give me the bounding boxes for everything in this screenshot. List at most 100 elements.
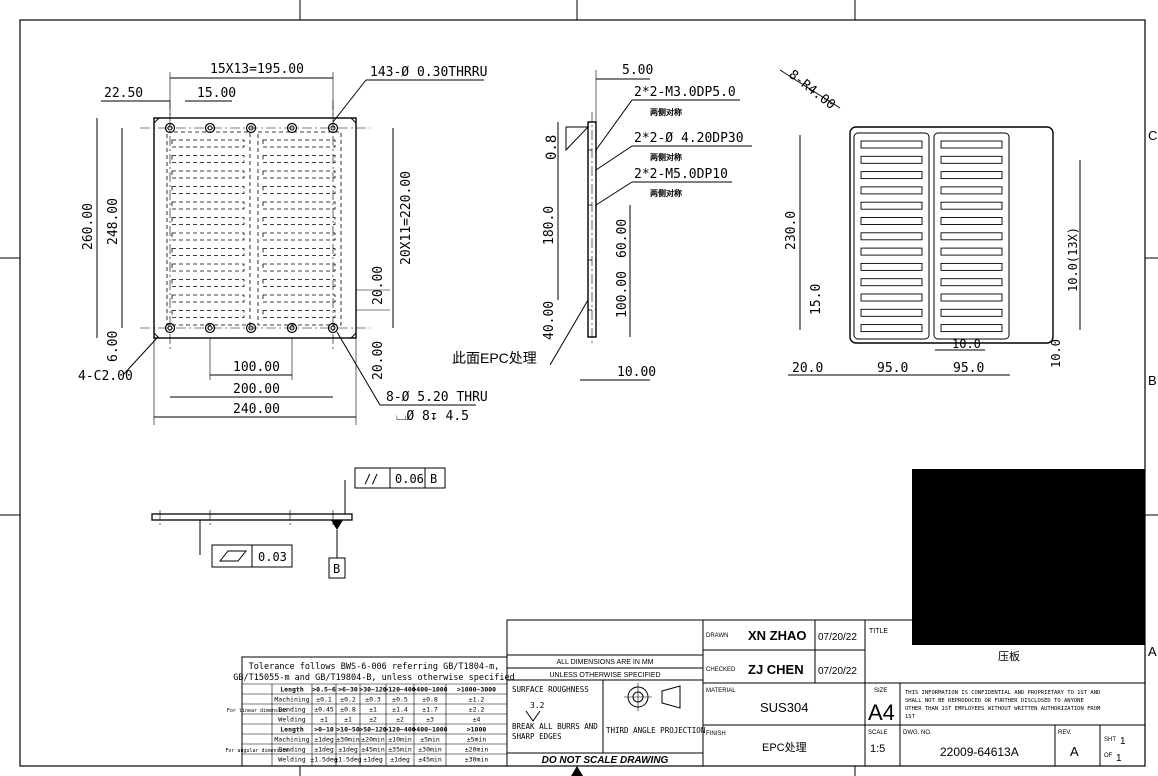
material-value: SUS304: [760, 700, 808, 715]
of-value: 1: [1116, 753, 1122, 764]
dim-240: 240.00: [233, 402, 280, 417]
note-m5-sub: 两侧对称: [650, 188, 682, 198]
back-slot: [940, 278, 1003, 287]
side-view: 5.00 2*2-M3.0DP5.0 两侧对称 2*2-Ø 4.20DP30 两…: [452, 63, 752, 381]
do-not-scale: DO NOT SCALE DRAWING: [542, 755, 669, 766]
dim-248: 248.00: [106, 198, 121, 245]
back-slot: [940, 324, 1003, 333]
checked-label: CHECKED: [706, 667, 736, 673]
chamfer-line: [350, 332, 357, 339]
slot-outline: [171, 139, 245, 148]
tolerance-cell: ±0.2: [340, 696, 356, 704]
back-dim-15: 15.0: [809, 284, 824, 315]
back-dim-10-13x: 10.0(13X): [1066, 227, 1080, 292]
drawn-label: DRAWN: [706, 633, 728, 639]
tolerance-cell: >10~50: [336, 726, 360, 734]
back-slot: [940, 293, 1003, 302]
front-view: 15X13=195.00 143-Ø 0.30THRRU 22.50 15.00…: [78, 62, 488, 425]
back-slot: [940, 140, 1003, 149]
break-burrs-1: BREAK ALL BURRS AND: [512, 722, 598, 731]
back-dim-10-a: 10.0: [1049, 339, 1063, 368]
side-dim-100: 100.00: [615, 271, 630, 318]
datum-box: [328, 557, 346, 579]
redacted-block: [912, 469, 1145, 645]
back-pocket-right: [933, 132, 1010, 340]
back-pocket-left: [853, 132, 930, 340]
tolerance-cell: ±1: [369, 706, 377, 714]
tolerance-cell: ±30min: [418, 746, 442, 754]
dim-260: 260.00: [81, 203, 96, 250]
title-value: 压板: [998, 649, 1020, 663]
tolerance-cell: Length: [280, 686, 304, 694]
back-slot: [860, 278, 923, 287]
tolerance-cell: ±5min: [420, 736, 440, 744]
confidential-4: 1ST: [905, 714, 916, 720]
confidential-2: SHALL NOT BE REPRODUCED OR FURTHER DISCL…: [905, 698, 1084, 704]
leader-line: [595, 181, 633, 206]
flatness-value: 0.03: [258, 550, 287, 564]
parallelism-symbol: //: [364, 472, 378, 486]
surface-roughness: SURFACE ROUGHNESS: [512, 685, 589, 694]
tolerance-cell: Bending: [278, 746, 305, 754]
slot-outline: [262, 155, 336, 163]
tolerance-cell: ±2.2: [469, 706, 485, 714]
angular-label: For angular dimension: [225, 748, 288, 754]
projection-cone: [661, 685, 681, 709]
slot-outline: [262, 279, 336, 287]
rev-value: A: [1070, 744, 1079, 759]
scale-label: SCALE: [868, 730, 888, 736]
tolerance-cell: Welding: [278, 716, 305, 724]
tolerance-cell: ±20min: [465, 746, 489, 754]
note-m3-sub: 两侧对称: [650, 107, 682, 117]
side-dim-0-8: 0.8: [544, 135, 560, 160]
roughness-value: 3.2: [530, 701, 545, 710]
note-m3: 2*2-M3.0DP5.0: [634, 85, 736, 100]
tolerance-cell: ±1.5deg: [334, 756, 361, 764]
tolerance-cell: >120~400: [384, 726, 415, 734]
zone-letter-c: C: [1148, 128, 1157, 143]
title-block: ALL DIMENSIONS ARE IN MM UNLESS OTHERWIS…: [506, 619, 1146, 767]
back-slot: [860, 308, 923, 317]
back-slot: [860, 155, 923, 164]
size-value: A4: [868, 700, 895, 725]
back-dim-10-b: 10.0: [952, 337, 981, 351]
sht-label: SHT: [1104, 737, 1116, 743]
parallelism-frame: [354, 467, 446, 489]
drawn-date: 07/20/22: [818, 632, 857, 643]
tolerance-cell: >1000~3000: [457, 686, 496, 694]
material-label: MATERIAL: [706, 688, 736, 694]
mount-holes: [164, 122, 339, 334]
slot-outline: [262, 248, 336, 256]
dim-15-00: 15.00: [197, 86, 236, 101]
back-slot: [860, 140, 923, 149]
slot-outline: [171, 170, 245, 179]
leader-line: [779, 69, 841, 109]
tolerance-cell: ±20min: [361, 736, 385, 744]
slot-outline: [262, 232, 336, 241]
datum-triangle: [331, 520, 343, 530]
back-slot: [940, 155, 1003, 164]
leader-line: [549, 299, 589, 366]
back-slot: [860, 186, 923, 195]
slot-outline: [171, 248, 245, 256]
back-slot: [860, 247, 923, 256]
tolerance-cell: ±1.2: [469, 696, 485, 704]
tolerance-cell: >0.5~6: [312, 686, 336, 694]
slot-outline: [262, 310, 336, 318]
slot-outline: [171, 232, 245, 241]
finish-value: EPC处理: [762, 741, 807, 754]
side-dim-10: 10.00: [617, 365, 656, 380]
tolerance-cell: ±1.4: [392, 706, 408, 714]
slot-outline: [171, 279, 245, 287]
parallelism-value: 0.06: [395, 472, 424, 486]
back-dim-230: 230.0: [784, 211, 799, 250]
slot-outline: [171, 310, 245, 318]
note-m5: 2*2-M5.0DP10: [634, 167, 728, 182]
tolerance-cell: >400~1000: [412, 686, 447, 694]
tolerance-cell: >30~120: [359, 686, 386, 694]
roughness-symbol: [525, 710, 541, 722]
slot-outline: [262, 294, 336, 303]
tolerance-cell: Length: [280, 726, 304, 734]
plate-outline: [153, 117, 357, 339]
